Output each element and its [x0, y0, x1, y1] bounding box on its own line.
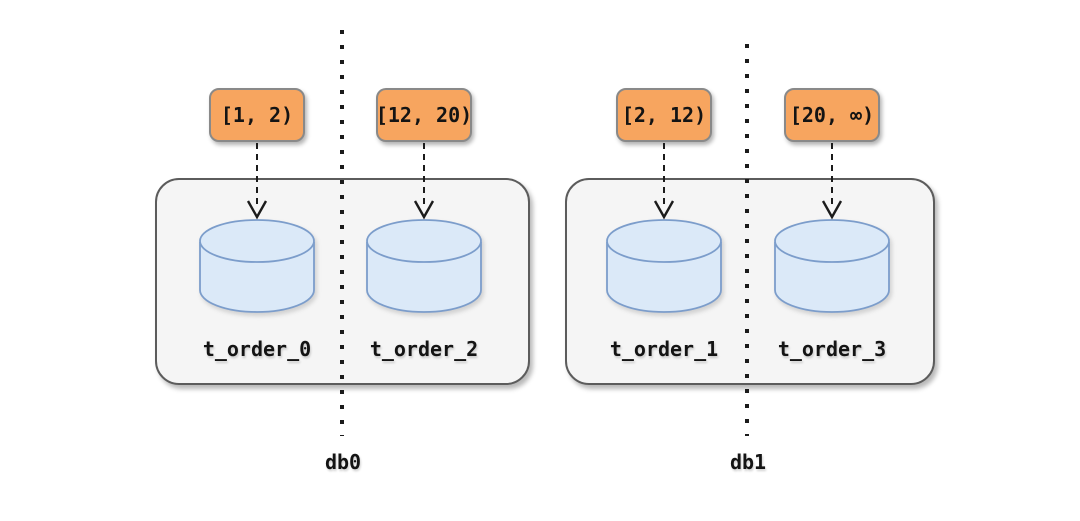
database-cylinder-icon	[366, 219, 482, 313]
dashed-down-arrow-icon	[821, 143, 843, 220]
range-badge: [1, 2)	[209, 88, 305, 142]
database-cylinder-icon	[199, 219, 315, 313]
table-label: t_order_2	[369, 337, 479, 361]
dashed-down-arrow-icon	[413, 143, 435, 220]
table-label: t_order_3	[777, 337, 887, 361]
range-badge: [12, 20)	[376, 88, 472, 142]
database-cylinder-icon	[774, 219, 890, 313]
range-badge: [2, 12)	[616, 88, 712, 142]
table-label: t_order_0	[202, 337, 312, 361]
dashed-down-arrow-icon	[653, 143, 675, 220]
db-name-label: db1	[729, 450, 767, 474]
db1-partition-dotted-line-icon	[745, 44, 749, 436]
db-name-label: db0	[324, 450, 362, 474]
dashed-down-arrow-icon	[246, 143, 268, 220]
range-badge: [20, ∞)	[784, 88, 880, 142]
table-label: t_order_1	[609, 337, 719, 361]
db0-partition-dotted-line-icon	[340, 30, 344, 436]
database-cylinder-icon	[606, 219, 722, 313]
